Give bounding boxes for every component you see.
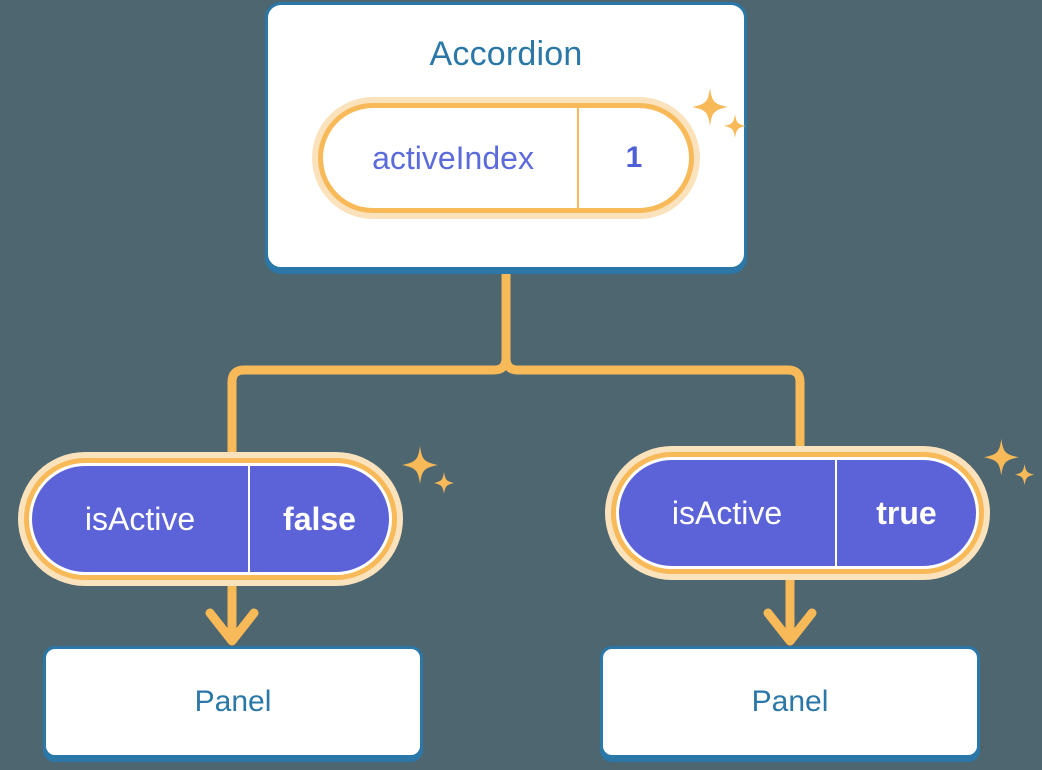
page-title: Accordion xyxy=(429,35,583,73)
arrow-down-icon-left xyxy=(205,583,259,646)
pill-body: activeIndex 1 xyxy=(323,108,689,208)
sparkles-icon-left xyxy=(402,446,454,494)
state-value-label: false xyxy=(283,501,356,537)
pill-divider xyxy=(248,466,250,572)
state-pill-is-active-true[interactable]: isActive true xyxy=(605,446,990,580)
state-key-label: isActive xyxy=(671,495,783,531)
state-key-label: activeIndex xyxy=(372,140,534,176)
state-pill-active-index[interactable]: activeIndex 1 xyxy=(312,97,700,219)
panel-label: Panel xyxy=(194,685,272,718)
panel-label: Panel xyxy=(751,685,829,718)
panel-card-left[interactable]: Panel xyxy=(43,646,423,758)
state-value-label: 1 xyxy=(625,141,643,174)
connector-right-branch xyxy=(501,267,805,455)
panel-card-right[interactable]: Panel xyxy=(600,646,980,758)
state-key-label: isActive xyxy=(84,501,196,537)
state-pill-is-active-false[interactable]: isActive false xyxy=(18,452,403,586)
arrow-down-icon-right xyxy=(763,579,817,646)
pill-body: isActive false xyxy=(29,463,392,575)
pill-body: isActive true xyxy=(616,457,979,569)
pill-divider xyxy=(577,108,579,208)
state-value-label: true xyxy=(876,495,937,531)
connector-left-branch xyxy=(227,267,511,460)
pill-divider xyxy=(835,460,837,566)
